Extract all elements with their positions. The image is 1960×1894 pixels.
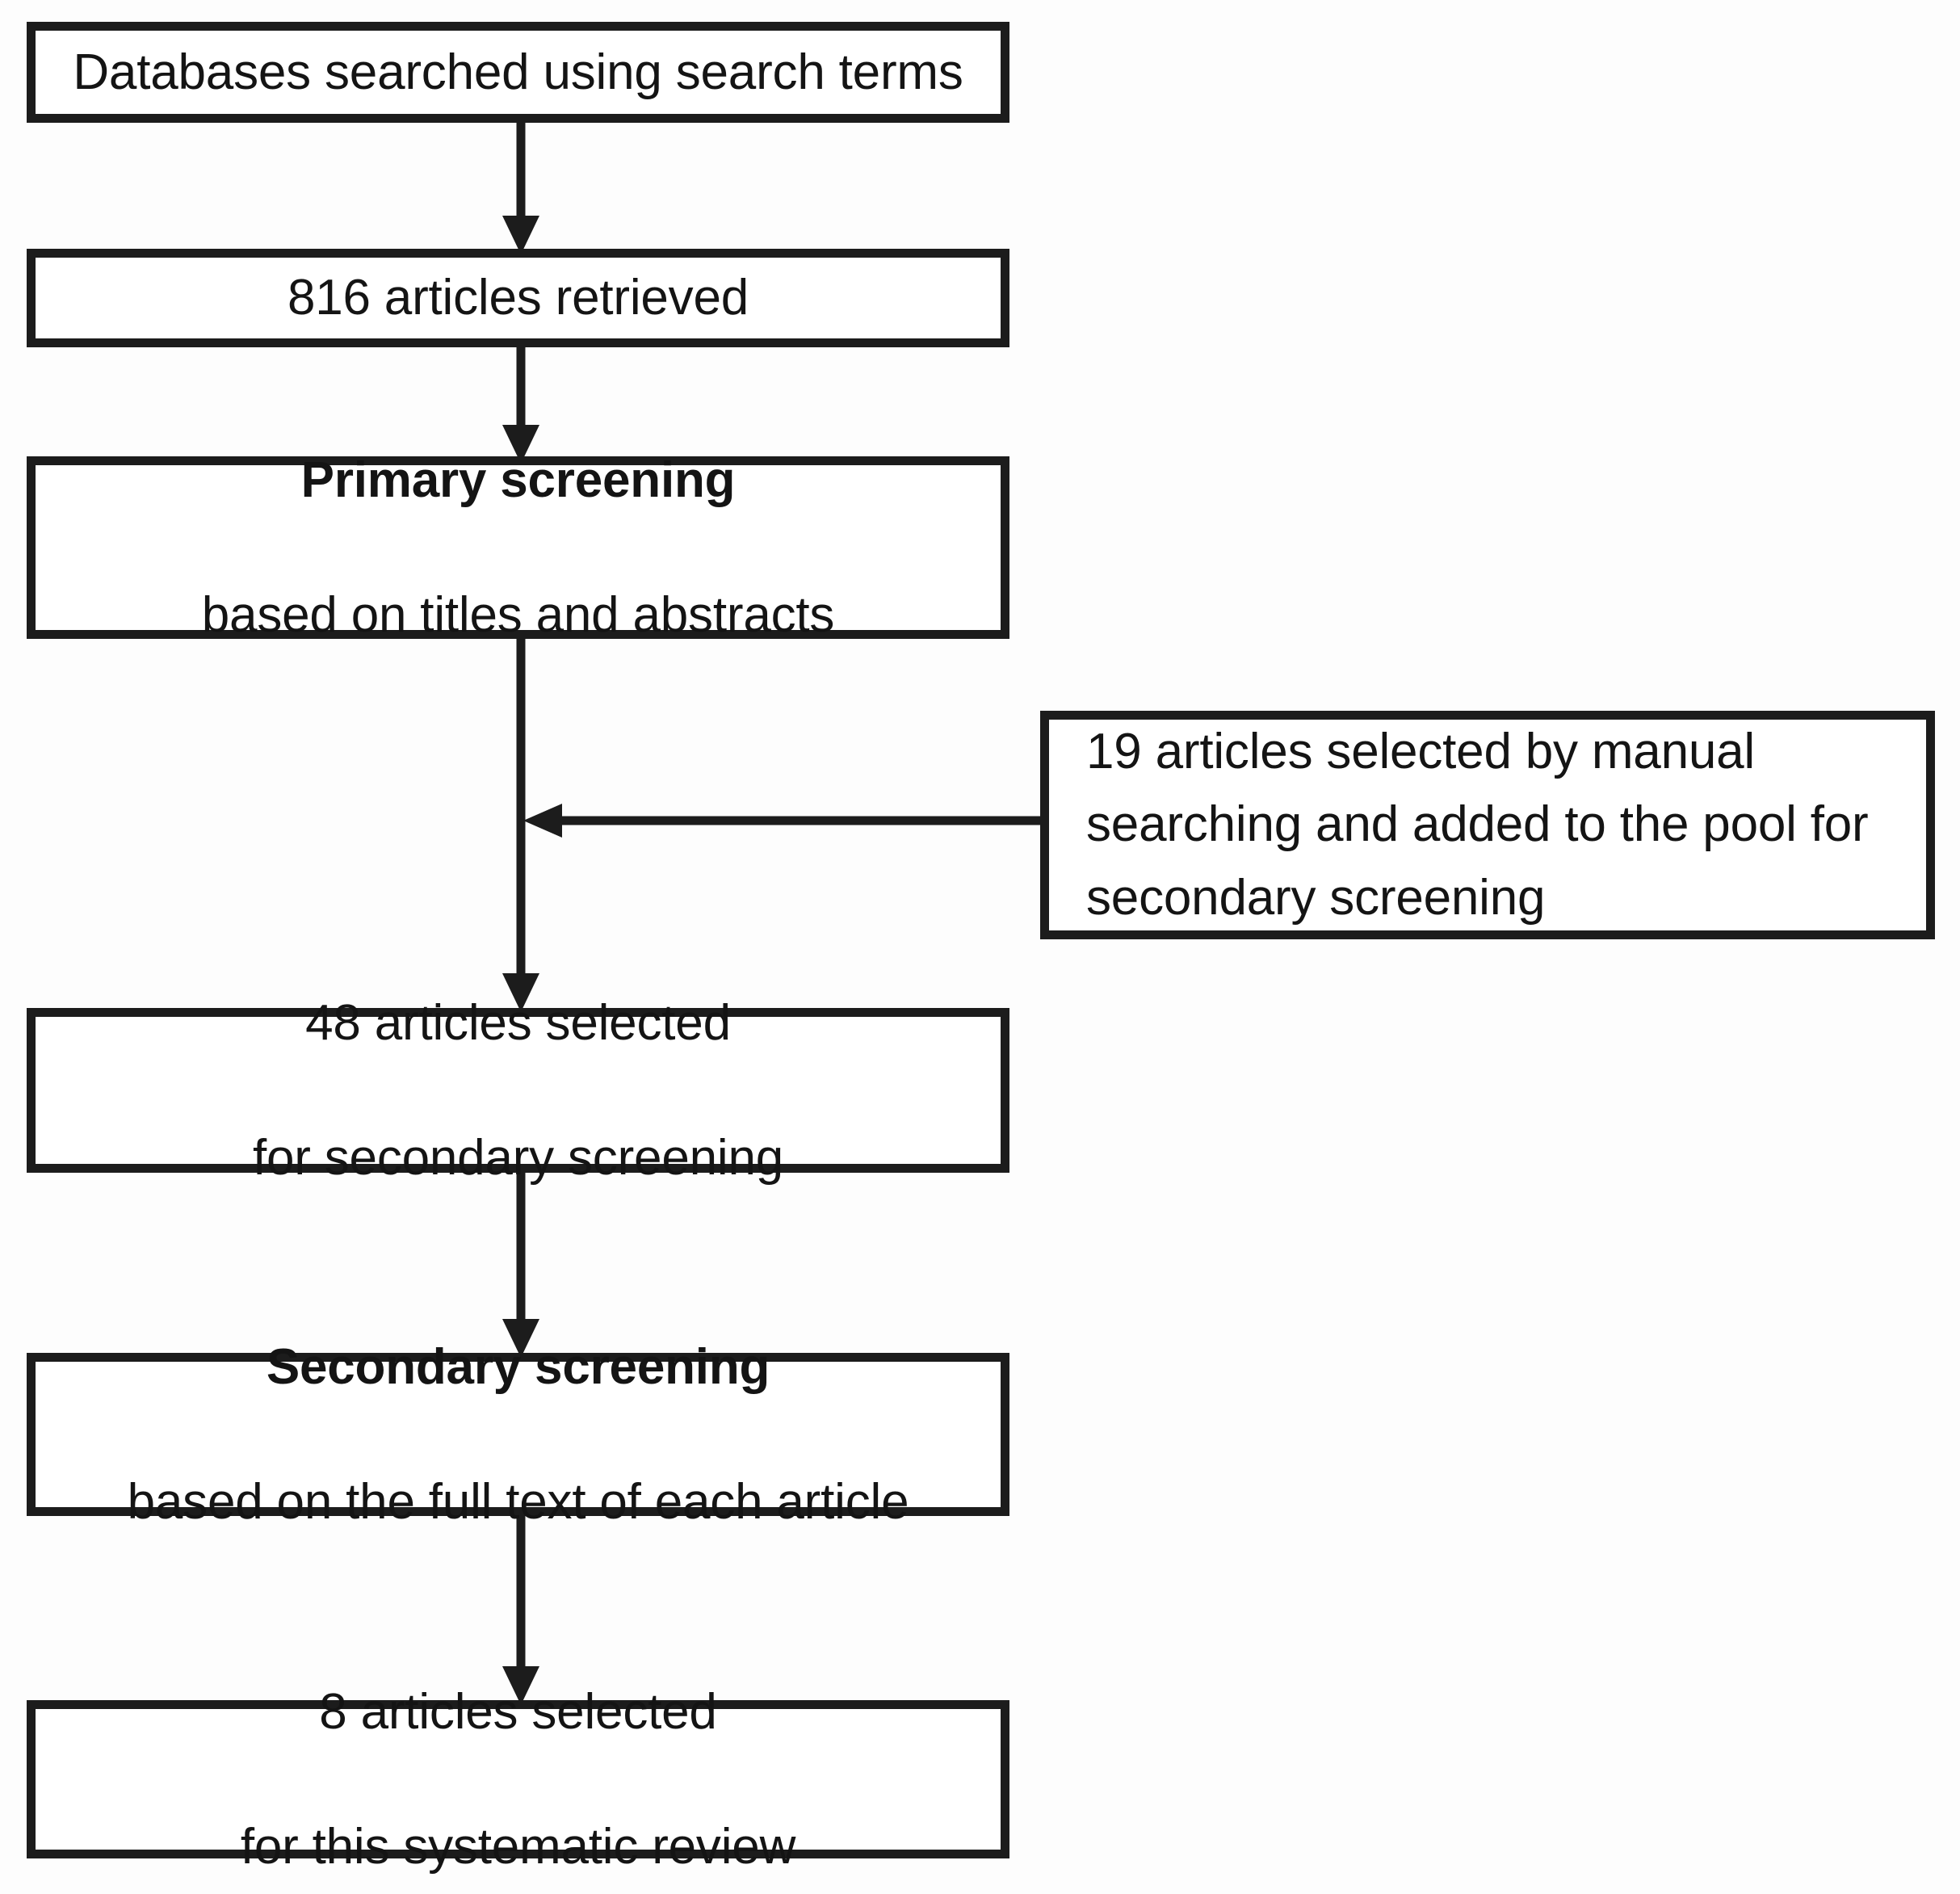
node-final-included-text: 8 articles selected for this systematic … — [240, 1611, 796, 1894]
node-manual-search-additions-text: 19 articles selected by manual searching… — [1086, 642, 1902, 1008]
node-line-1: 19 articles selected by manual searching… — [1086, 723, 1869, 926]
node-secondary-screening-text: Secondary screening based on the full te… — [128, 1266, 909, 1602]
arrow-selected-to-secondary — [485, 1168, 557, 1363]
node-line-2: for secondary screening — [252, 1129, 784, 1186]
node-selected-secondary-screening-text: 48 articles selected for secondary scree… — [253, 922, 783, 1258]
arrow-down-icon — [502, 1511, 539, 1705]
node-line-1: Secondary screening — [266, 1339, 770, 1396]
arrow-retrieved-to-primary — [485, 342, 557, 468]
node-line-2: based on titles and abstracts — [201, 586, 835, 643]
node-primary-screening-text: Primary screening based on titles and ab… — [201, 380, 835, 715]
arrow-primary-to-selected — [485, 634, 557, 1018]
node-line-2: based on the full text of each article — [127, 1473, 909, 1530]
arrow-down-icon — [502, 342, 539, 464]
node-manual-search-additions[interactable]: 19 articles selected by manual searching… — [1040, 711, 1935, 939]
arrow-left-icon — [523, 804, 1050, 838]
arrow-down-icon — [502, 117, 539, 254]
node-line-1: 8 articles selected — [319, 1684, 717, 1741]
arrow-manual-to-primary-trunk — [517, 796, 1050, 846]
node-secondary-screening[interactable]: Secondary screening based on the full te… — [27, 1339, 1009, 1530]
node-articles-retrieved[interactable]: 816 articles retrieved — [27, 249, 1009, 347]
node-line-1: 816 articles retrieved — [287, 270, 749, 326]
node-line-1: Databases searched using search terms — [73, 44, 963, 100]
node-databases-searched-text: Databases searched using search terms — [73, 0, 963, 173]
node-selected-secondary-screening[interactable]: 48 articles selected for secondary scree… — [27, 995, 1009, 1186]
arrow-databases-to-retrieved — [485, 117, 557, 258]
node-final-included[interactable]: 8 articles selected for this systematic … — [27, 1684, 1009, 1875]
arrow-down-icon — [502, 1168, 539, 1358]
arrow-down-icon — [502, 634, 539, 1012]
node-databases-searched[interactable]: Databases searched using search terms — [27, 22, 1009, 123]
node-line-2: for this systematic review — [240, 1818, 796, 1875]
arrow-secondary-to-final — [485, 1511, 557, 1711]
node-articles-retrieved-text: 816 articles retrieved — [287, 197, 749, 398]
node-primary-screening[interactable]: Primary screening based on titles and ab… — [27, 452, 1009, 643]
node-line-1: Primary screening — [300, 452, 736, 509]
node-line-1: 48 articles selected — [305, 995, 731, 1052]
